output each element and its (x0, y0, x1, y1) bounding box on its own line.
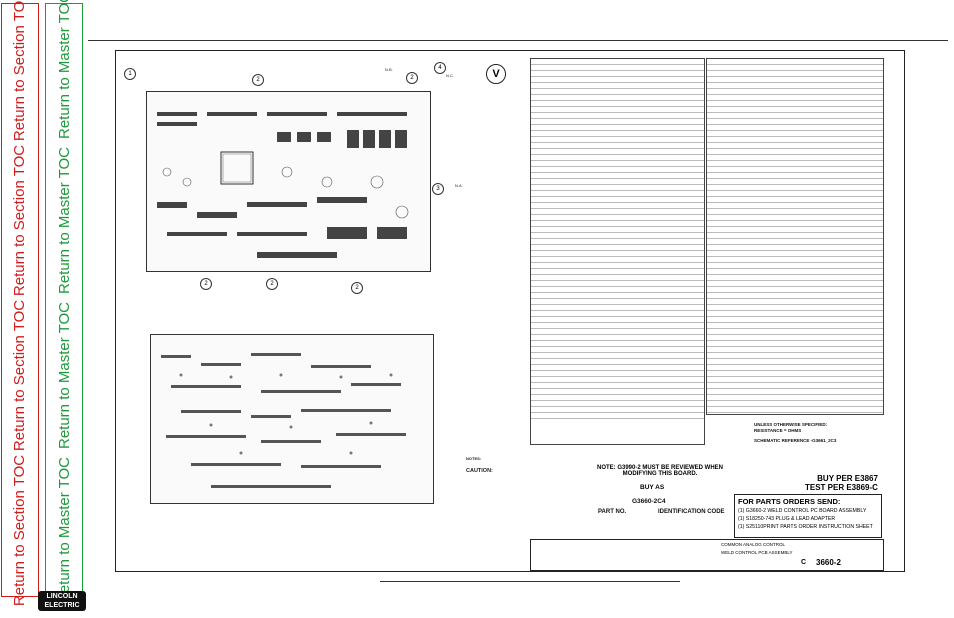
callout-marker: 2 (252, 74, 264, 86)
pcb-top-view (146, 91, 431, 272)
callout-marker: 2 (351, 282, 363, 294)
caution-label: CAUTION: (466, 468, 493, 474)
notes-title: NOTES: (466, 456, 482, 461)
section-toc-link[interactable]: Return to Section TOC (11, 144, 29, 296)
parts-order-box: FOR PARTS ORDERS SEND: (1) G3660-2 WELD … (734, 494, 882, 538)
part-number: G3660-2C4 (632, 498, 666, 505)
revision-marker: V (486, 64, 506, 84)
parts-order-header: FOR PARTS ORDERS SEND: (738, 497, 841, 506)
review-note: NOTE: G3990-2 MUST BE REVIEWED WHEN MODI… (596, 465, 724, 477)
drawing-number-prefix: C (801, 559, 807, 566)
callout-marker: 3 (432, 183, 444, 195)
resistance-label: RESISTANCE = OHMS (754, 428, 802, 433)
section-toc-link[interactable]: Return to Section TOC (11, 299, 29, 451)
parts-list-table-2 (706, 58, 884, 415)
callout-marker: 4 (434, 62, 446, 74)
callout-marker: 2 (200, 278, 212, 290)
label-na: N.A. (455, 183, 463, 188)
drawing-number: 3660-2 (816, 558, 841, 567)
callout-marker: 1 (124, 68, 136, 80)
master-toc-link[interactable]: Return to Master TOC (55, 456, 73, 604)
section-toc-link[interactable]: Return to Section TOC (11, 454, 29, 606)
order-line: (1) S25110PRINT PARTS ORDER INSTRUCTION … (738, 524, 873, 530)
unless-label: UNLESS OTHERWISE SPECIFIED: (754, 422, 828, 427)
parts-list-table-1 (530, 58, 705, 445)
master-toc-link[interactable]: Return to Master TOC (55, 301, 73, 449)
identification-code-label: IDENTIFICATION CODE (658, 509, 725, 515)
title-block: COMMON ANALOG CONTROL WELD CONTROL PCB A… (530, 539, 884, 571)
drawing-sheet (115, 50, 905, 572)
order-line: (1) S18250-743 PLUG & LEAD ADAPTER (738, 516, 836, 522)
buy-as-label: BUY AS (640, 484, 665, 491)
title-line-2: WELD CONTROL PCB ASSEMBLY (721, 550, 793, 555)
pcb-bottom-view (150, 334, 434, 504)
label-nb: N.B. (385, 67, 393, 72)
header-rule (88, 40, 948, 41)
master-toc-link[interactable]: Return to Master TOC (55, 0, 73, 139)
schematic-ref: SCHEMATIC REFERENCE -G3661_2C3 (754, 438, 837, 443)
order-line: (1) G3660-2 WELD CONTROL PC BOARD ASSEMB… (738, 508, 867, 514)
callout-marker: 2 (266, 278, 278, 290)
section-toc-frame (1, 3, 39, 597)
title-line-1: COMMON ANALOG CONTROL (721, 542, 786, 547)
section-toc-link[interactable]: Return to Section TOC (11, 0, 29, 141)
callout-marker: 2 (406, 72, 418, 84)
toc-sidebar: Return to Section TOC Return to Section … (0, 0, 86, 618)
notes-block: NOTES: CAUTION: (466, 456, 586, 474)
part-no-label: PART NO. (598, 509, 627, 515)
label-nc: N.C. (446, 73, 454, 78)
master-toc-link[interactable]: Return to Master TOC (55, 146, 73, 294)
footer-rule (380, 581, 680, 582)
